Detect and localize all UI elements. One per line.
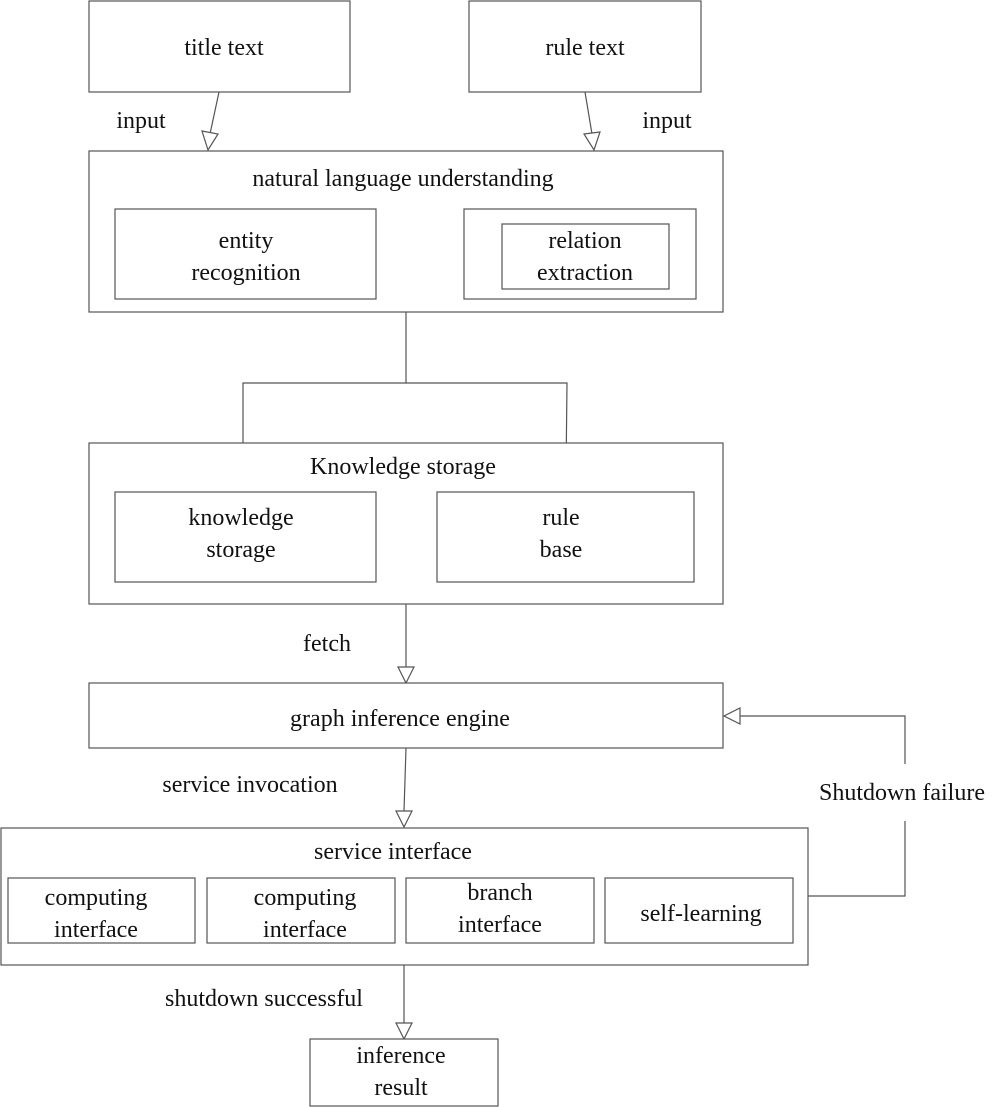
- node-inference-result: inference result: [309, 1038, 499, 1107]
- node-rule-base-line-1: rule: [542, 505, 579, 531]
- edge-loop-to-engine: [740, 715, 906, 764]
- node-self-learning-label: self-learning: [640, 901, 761, 927]
- arrowhead-engine-to-service: [395, 810, 413, 829]
- edge-title-to-nlu: [209, 91, 220, 135]
- node-knowledge-storage-line-1: knowledge: [188, 505, 293, 531]
- edge-label-fetch: fetch: [303, 631, 351, 657]
- node-computing-interface-2-line-2: interface: [263, 917, 347, 943]
- node-graph-inference-engine-label: graph inference engine: [290, 706, 510, 732]
- edge-label-shutdown-failure: Shutdown failure: [819, 780, 985, 806]
- edge-service-to-engine-loop: [808, 821, 906, 897]
- node-branch-interface-line-2: interface: [458, 912, 542, 938]
- arrowhead-loop-to-engine: [722, 707, 741, 725]
- node-computing-interface-1: computing interface: [7, 877, 196, 944]
- node-inference-result-line-1: inference: [356, 1043, 445, 1069]
- group-nlu: natural language understanding entity re…: [88, 150, 724, 313]
- edge-nlu-to-storage: [242, 312, 407, 474]
- edge-label-shutdown-successful: shutdown successful: [165, 986, 363, 1012]
- arrowhead-rule-to-nlu: [582, 131, 601, 152]
- node-computing-interface-2-line-1: computing: [254, 885, 357, 911]
- node-entity-recognition-line-1: entity: [219, 228, 274, 254]
- node-relation-extraction-line-2: extraction: [537, 260, 633, 286]
- node-inference-result-line-2: result: [374, 1075, 428, 1101]
- group-knowledge-storage: Knowledge storage knowledge storage rule…: [88, 442, 724, 605]
- edge-engine-to-service: [403, 747, 407, 812]
- arrowhead-storage-to-engine: [397, 666, 415, 685]
- node-graph-inference-engine: graph inference engine: [88, 682, 724, 749]
- arrowhead-title-to-nlu: [201, 130, 219, 152]
- arrowhead-service-to-result: [395, 1022, 413, 1041]
- edge-rule-to-nlu: [584, 91, 593, 135]
- group-service-interface-title: service interface: [314, 839, 472, 865]
- node-knowledge-storage: knowledge storage: [114, 491, 377, 583]
- node-rule-text-label: rule text: [545, 35, 625, 61]
- node-relation-extraction: relation extraction: [463, 208, 697, 300]
- node-title-text-label: title text: [184, 35, 264, 61]
- node-self-learning: self-learning: [604, 877, 794, 944]
- node-computing-interface-1-line-2: interface: [54, 917, 138, 943]
- node-rule-base: rule base: [436, 491, 695, 583]
- edge-label-input-right: input: [642, 108, 692, 134]
- node-relation-extraction-line-1: relation: [548, 228, 621, 254]
- node-rule-base-line-2: base: [540, 537, 583, 563]
- group-knowledge-storage-title: Knowledge storage: [310, 454, 496, 480]
- node-title-text: title text: [88, 0, 351, 93]
- node-computing-interface-2: computing interface: [206, 877, 396, 944]
- group-nlu-title: natural language understanding: [252, 166, 553, 192]
- node-knowledge-storage-line-2: storage: [206, 537, 275, 563]
- node-entity-recognition: entity recognition: [114, 208, 377, 300]
- node-rule-text: rule text: [468, 0, 702, 93]
- node-entity-recognition-line-2: recognition: [191, 260, 300, 286]
- edge-label-service-invocation: service invocation: [162, 772, 337, 798]
- node-branch-interface-line-1: branch: [467, 880, 532, 906]
- node-branch-interface: branch interface: [405, 877, 595, 944]
- group-service-interface: service interface computing interface co…: [0, 827, 809, 966]
- edge-label-input-left: input: [116, 108, 166, 134]
- node-computing-interface-1-line-1: computing: [45, 885, 148, 911]
